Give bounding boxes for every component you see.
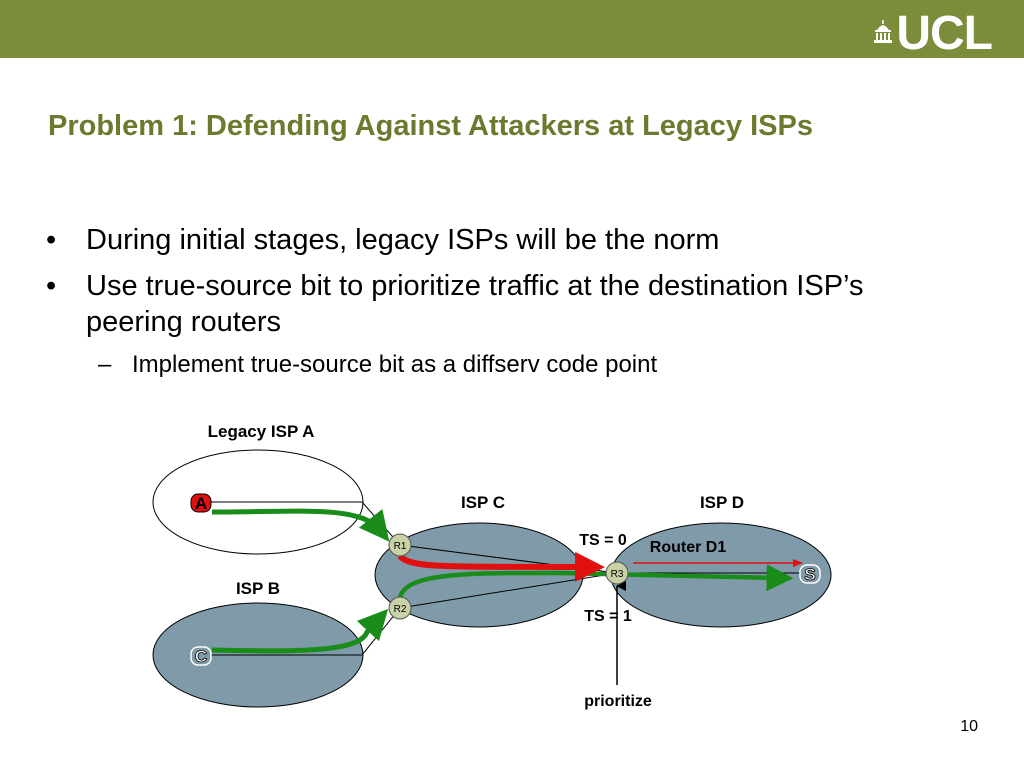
dome-icon — [874, 20, 893, 43]
isp-b-label: ISP B — [236, 579, 280, 598]
page-number: 10 — [960, 718, 978, 735]
isp-c-label: ISP C — [461, 493, 505, 512]
bullet-item: • Use true-source bit to prioritize traf… — [46, 268, 946, 340]
node-c-label: C — [195, 647, 207, 666]
bullet-dash: – — [98, 351, 112, 378]
ts0-label: TS = 0 — [579, 532, 627, 549]
router-r2-label: R2 — [394, 604, 407, 615]
slide-title: Problem 1: Defending Against Attackers a… — [48, 110, 813, 142]
bullet-list: • During initial stages, legacy ISPs wil… — [46, 222, 946, 380]
bullet-item: • During initial stages, legacy ISPs wil… — [46, 222, 946, 258]
prioritize-label: prioritize — [584, 693, 652, 710]
red-path-r1-r3 — [397, 551, 605, 582]
bullet-text: During initial stages, legacy ISPs will … — [86, 224, 720, 256]
green-path-c — [211, 608, 389, 654]
router-r2 — [388, 596, 412, 620]
router-r3-label: R3 — [611, 569, 624, 580]
bullet-dot: • — [46, 224, 57, 256]
router-r3 — [605, 561, 629, 585]
node-s — [799, 564, 821, 584]
green-path-to-s — [397, 564, 794, 599]
ucl-logo: UCL — [872, 7, 993, 60]
ts1-label: TS = 1 — [584, 608, 632, 625]
router-d1-label: Router D1 — [650, 539, 727, 556]
node-s-label: S — [804, 565, 815, 584]
header-bar: UCL — [0, 0, 1024, 58]
node-a-label: A — [195, 494, 207, 513]
bullet-dot: • — [46, 270, 57, 302]
sub-bullet-item: – Implement true-source bit as a diffser… — [46, 350, 946, 380]
sub-bullet-text: Implement true-source bit as a diffserv … — [132, 351, 658, 378]
router-r1-label: R1 — [394, 541, 407, 552]
isp-d-label: ISP D — [700, 493, 744, 512]
node-c — [190, 646, 212, 666]
green-path-a — [211, 508, 390, 542]
logo-text: UCL — [896, 7, 993, 60]
node-a — [190, 493, 212, 513]
bullet-text: Use true-source bit to prioritize traffi… — [86, 270, 864, 338]
legacy-isp-a-label: Legacy ISP A — [208, 422, 315, 441]
router-r1 — [388, 533, 412, 557]
